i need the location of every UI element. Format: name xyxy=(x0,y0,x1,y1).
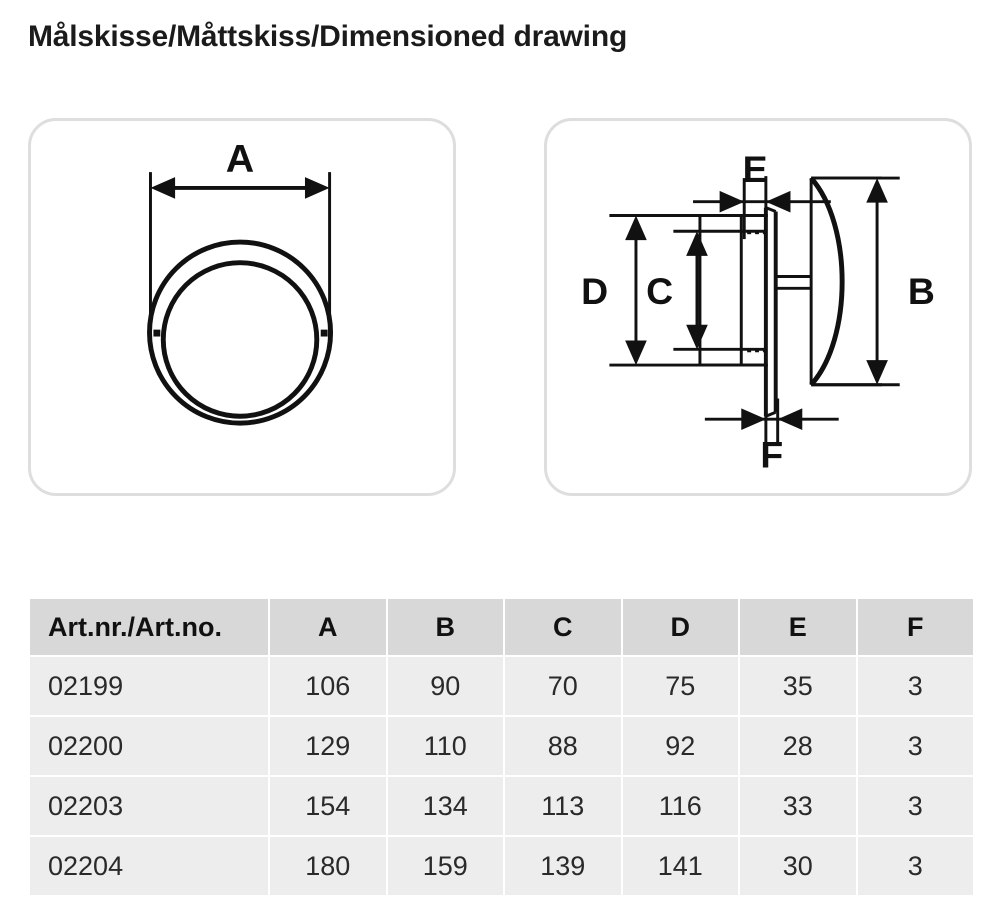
cell-art-no: 02200 xyxy=(30,717,268,775)
arrow-b-top xyxy=(866,178,888,203)
column-header-f: F xyxy=(857,599,973,655)
arrow-left-a xyxy=(150,177,176,199)
fixing-mark-left xyxy=(153,329,161,337)
cell-a: 154 xyxy=(270,777,386,835)
arrow-c-bottom xyxy=(686,324,708,350)
arrow-f-right xyxy=(777,408,803,431)
page-title: Målskisse/Måttskiss/Dimensioned drawing xyxy=(28,20,628,53)
column-header-a: A xyxy=(270,599,386,655)
cell-a: 106 xyxy=(270,657,386,715)
table-row: 02200 129 110 88 92 28 3 xyxy=(30,717,973,775)
dome-curve-profile xyxy=(809,176,845,387)
column-header-c: C xyxy=(505,599,621,655)
cell-c: 88 xyxy=(505,717,621,775)
dimension-label-c: C xyxy=(646,270,673,312)
dimension-label-b: B xyxy=(908,270,935,312)
cell-e: 33 xyxy=(740,777,856,835)
cell-a: 180 xyxy=(270,837,386,895)
dimension-label-f: F xyxy=(760,433,783,475)
inner-ring-circle xyxy=(160,260,320,419)
section-view-drawing: E F D C B xyxy=(581,148,935,475)
cell-b: 134 xyxy=(387,777,503,835)
dimension-label-e: E xyxy=(743,148,768,190)
cell-f: 3 xyxy=(857,777,973,835)
column-header-e: E xyxy=(740,599,856,655)
cell-f: 3 xyxy=(857,657,973,715)
arrow-d-bottom xyxy=(625,340,647,366)
cell-a: 129 xyxy=(270,717,386,775)
arrow-f-left xyxy=(741,408,766,431)
cell-art-no: 02203 xyxy=(30,777,268,835)
column-header-art-no: Art.nr./Art.no. xyxy=(30,599,268,655)
table-row: 02204 180 159 139 141 30 3 xyxy=(30,837,973,895)
cell-f: 3 xyxy=(857,837,973,895)
arrow-b-bottom xyxy=(866,360,888,385)
dimensions-table: Art.nr./Art.no. A B C D E F 02199 106 90… xyxy=(28,597,975,897)
cell-c: 139 xyxy=(505,837,621,895)
arrow-e-left xyxy=(719,190,745,213)
fixing-mark-right xyxy=(320,329,328,337)
dimension-label-a: A xyxy=(226,137,254,181)
arrow-d-top xyxy=(625,215,647,241)
cell-c: 113 xyxy=(505,777,621,835)
duct-detail-marks xyxy=(747,230,767,353)
cell-d: 92 xyxy=(622,717,738,775)
outer-ring-circle xyxy=(147,239,334,426)
table-row: 02199 106 90 70 75 35 3 xyxy=(30,657,973,715)
cell-e: 30 xyxy=(740,837,856,895)
cell-d: 141 xyxy=(622,837,738,895)
front-view-panel: A xyxy=(28,118,456,496)
table-row: 02203 154 134 113 116 33 3 xyxy=(30,777,973,835)
cell-d: 116 xyxy=(622,777,738,835)
flange-bottom-cap xyxy=(765,410,777,418)
cell-b: 110 xyxy=(387,717,503,775)
cell-e: 35 xyxy=(740,657,856,715)
arrow-c-top xyxy=(686,231,708,256)
section-view-panel: E F D C B xyxy=(544,118,972,496)
cell-art-no: 02199 xyxy=(30,657,268,715)
front-view-drawing: A xyxy=(147,137,334,426)
cell-b: 159 xyxy=(387,837,503,895)
cell-art-no: 02204 xyxy=(30,837,268,895)
table-header-row: Art.nr./Art.no. A B C D E F xyxy=(30,599,973,655)
cell-c: 70 xyxy=(505,657,621,715)
cell-d: 75 xyxy=(622,657,738,715)
cell-b: 90 xyxy=(387,657,503,715)
arrow-right-a xyxy=(304,177,330,199)
column-header-b: B xyxy=(387,599,503,655)
cell-f: 3 xyxy=(857,717,973,775)
arrow-e-right xyxy=(765,190,791,213)
cell-e: 28 xyxy=(740,717,856,775)
column-header-d: D xyxy=(622,599,738,655)
flange-top-cap xyxy=(765,206,777,213)
dimension-label-d: D xyxy=(581,270,608,312)
